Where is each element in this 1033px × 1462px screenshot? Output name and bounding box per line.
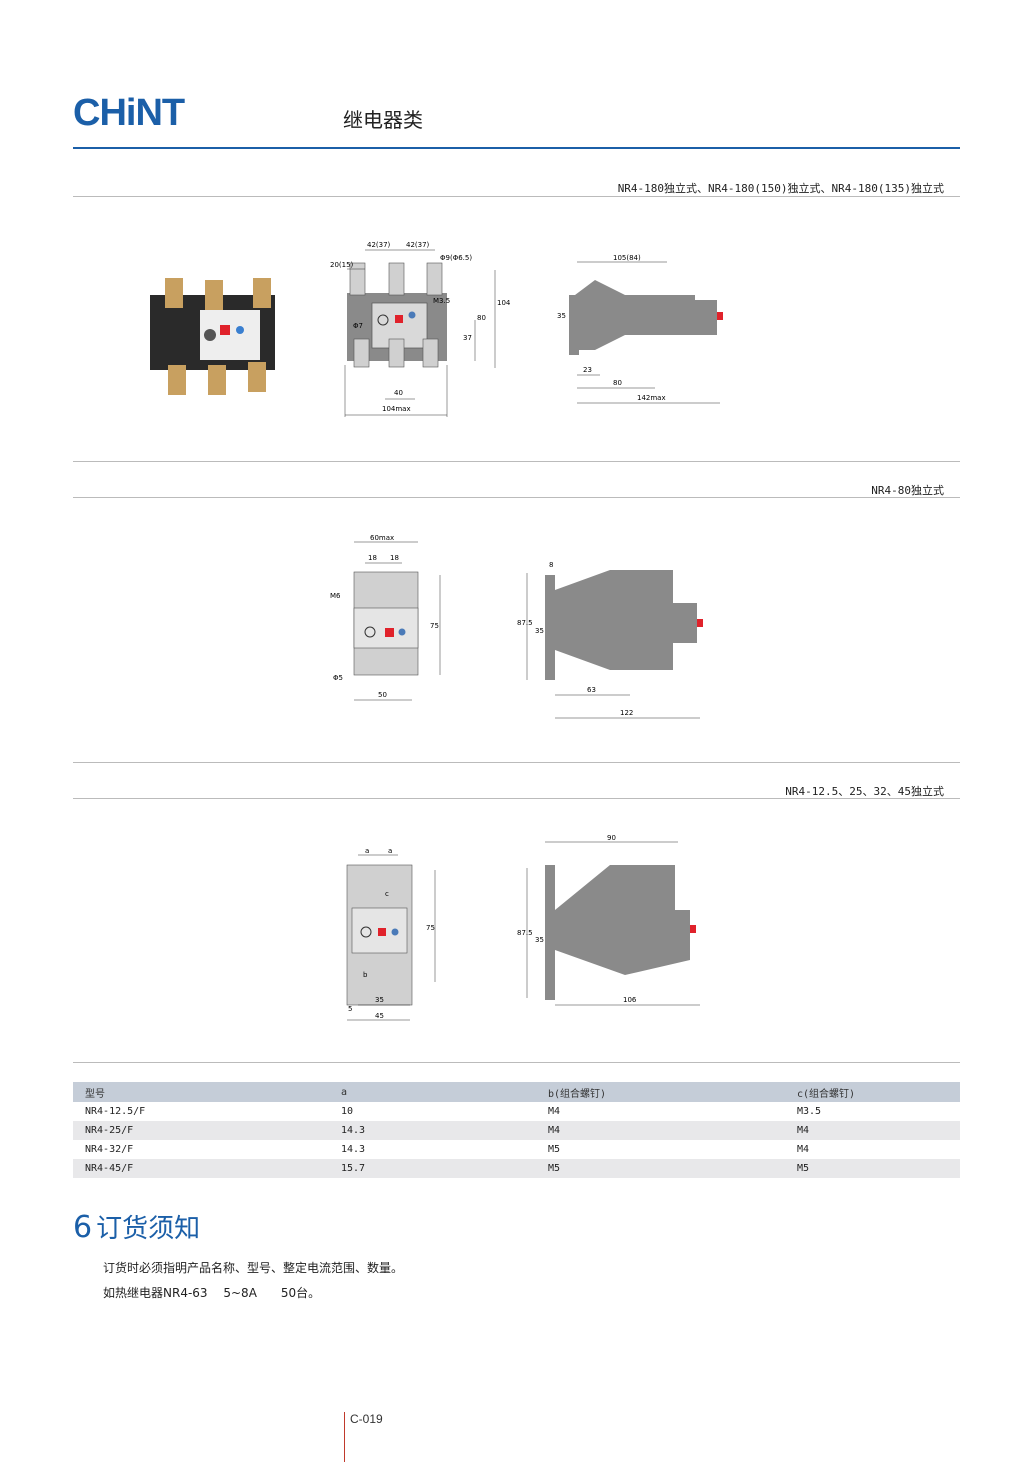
nr4-12-side-drawing: 90 87.5 35 106 (517, 834, 700, 1006)
dim-p2: 18 (390, 554, 399, 562)
section1-title: NR4-180独立式、NR4-180(150)独立式、NR4-180(135)独… (617, 182, 944, 195)
dim-pitch2: 42(37) (406, 241, 430, 249)
nr4-12-front-drawing: a a c b 75 5 35 45 (346, 847, 436, 1021)
spec-table: 型号 a b(组合螺钉) c(组合螺钉) NR4-12.5/F 10 M4 M3… (73, 1082, 960, 1178)
ordering-line2: 如热继电器NR4-63 5~8A 50台。 (103, 1286, 321, 1300)
dim-d63: 63 (587, 686, 596, 694)
dim-h75: 75 (426, 924, 435, 932)
cell: M4 (785, 1121, 960, 1140)
section2-top-rule (73, 461, 960, 462)
table-row: NR4-32/F 14.3 M5 M4 (73, 1140, 960, 1159)
table-row: NR4-12.5/F 10 M4 M3.5 (73, 1102, 960, 1121)
dim-w40: 40 (394, 389, 403, 397)
ordering-number: 6 (73, 1210, 93, 1245)
cell: NR4-12.5/F (85, 1106, 146, 1117)
page-number: C-019 (350, 1412, 383, 1426)
dim-hmax: 104max (497, 299, 510, 307)
nr4-180-side-drawing: 105(84) 35 23 80 142max (557, 254, 723, 404)
dim-d80: 80 (613, 379, 622, 387)
dim-c: c (385, 890, 389, 898)
dim-d45: 45 (375, 1012, 384, 1020)
dim-edge: 20(15) (330, 261, 354, 269)
dim-d122: 122 (620, 709, 633, 717)
dim-d90: 90 (607, 834, 616, 842)
header-divider (73, 147, 960, 149)
cell: NR4-25/F (73, 1121, 329, 1140)
dim-left: 35 (557, 312, 566, 320)
dim-d8: 8 (549, 561, 553, 569)
table-row: NR4-45/F 15.7 M5 M5 (73, 1159, 960, 1178)
cell: 14.3 (329, 1121, 536, 1140)
cell: M3.5 (797, 1106, 822, 1117)
dim-mount: Φ7 (353, 322, 363, 330)
table-header-row: 型号 a b(组合螺钉) c(组合螺钉) (73, 1082, 960, 1102)
section1-rule (73, 196, 960, 197)
table-top-rule (73, 1062, 960, 1063)
dim-a2: a (388, 847, 392, 855)
category-title: 继电器类 (343, 108, 423, 132)
dim-h35: 35 (535, 936, 544, 944)
dim-p1: 18 (368, 554, 377, 562)
dim-screw: M6 (330, 592, 341, 600)
page-number-rule (344, 1412, 345, 1462)
cell: M5 (536, 1159, 785, 1178)
chint-logo: CHiNT (73, 92, 185, 134)
cell: M4 (797, 1144, 810, 1155)
col-b: b(组合螺钉) (536, 1082, 785, 1102)
section2-title: NR4-80独立式 (871, 484, 944, 497)
dim-hole: Φ5 (333, 674, 343, 682)
dim-h35: 35 (535, 627, 544, 635)
dim-hole: Φ9(Φ6.5) (440, 254, 472, 262)
product-photo (150, 278, 275, 395)
dim-d23: 23 (583, 366, 592, 374)
cell: 14.3 (341, 1144, 366, 1155)
col-model: 型号 (73, 1082, 329, 1102)
cell: M4 (536, 1121, 785, 1140)
dim-w50: 50 (378, 691, 387, 699)
dim-top: 60max (370, 534, 394, 542)
col-a: a (329, 1082, 536, 1102)
dim-h875: 87.5 (517, 619, 533, 627)
nr4-80-front-drawing: 60max 18 18 M6 75 Φ5 50 (330, 534, 441, 701)
dim-top: 105(84) (613, 254, 641, 262)
dim-d35: 35 (375, 996, 384, 1004)
dim-h80: 80 (477, 314, 486, 322)
section3-title: NR4-12.5、25、32、45独立式 (785, 785, 944, 798)
dim-screw: M3.5 (433, 297, 450, 305)
nr4-80-side-drawing: 8 87.5 35 63 122 (517, 561, 703, 719)
dim-h75: 75 (430, 622, 439, 630)
dim-h875: 87.5 (517, 929, 533, 937)
cell: NR4-45/F (73, 1159, 329, 1178)
cell: NR4-32/F (85, 1144, 134, 1155)
nr4-180-front-drawing: 42(37) 42(37) 20(15) Φ9(Φ6.5) M3.5 Φ7 37… (330, 241, 510, 417)
cell: M4 (548, 1106, 561, 1117)
cell: 10 (341, 1106, 354, 1117)
ordering-line1: 订货时必须指明产品名称、型号、整定电流范围、数量。 (103, 1261, 404, 1275)
dim-wmax: 104max (382, 405, 411, 413)
cell: M5 (785, 1159, 960, 1178)
dim-a1: a (365, 847, 369, 855)
section2-rule (73, 497, 960, 498)
dim-dmax: 142max (637, 394, 666, 402)
section3-top-rule (73, 762, 960, 763)
dim-b: b (363, 971, 368, 979)
table-row: NR4-25/F 14.3 M4 M4 (73, 1121, 960, 1140)
col-c: c(组合螺钉) (785, 1082, 960, 1102)
ordering-title: 订货须知 (96, 1214, 201, 1244)
dim-d106: 106 (623, 996, 637, 1004)
dim-pitch: 42(37) (367, 241, 391, 249)
dim-d5: 5 (348, 1005, 352, 1013)
section3-rule (73, 798, 960, 799)
cell: 15.7 (329, 1159, 536, 1178)
dim-h37: 37 (463, 334, 472, 342)
cell: M5 (548, 1144, 561, 1155)
